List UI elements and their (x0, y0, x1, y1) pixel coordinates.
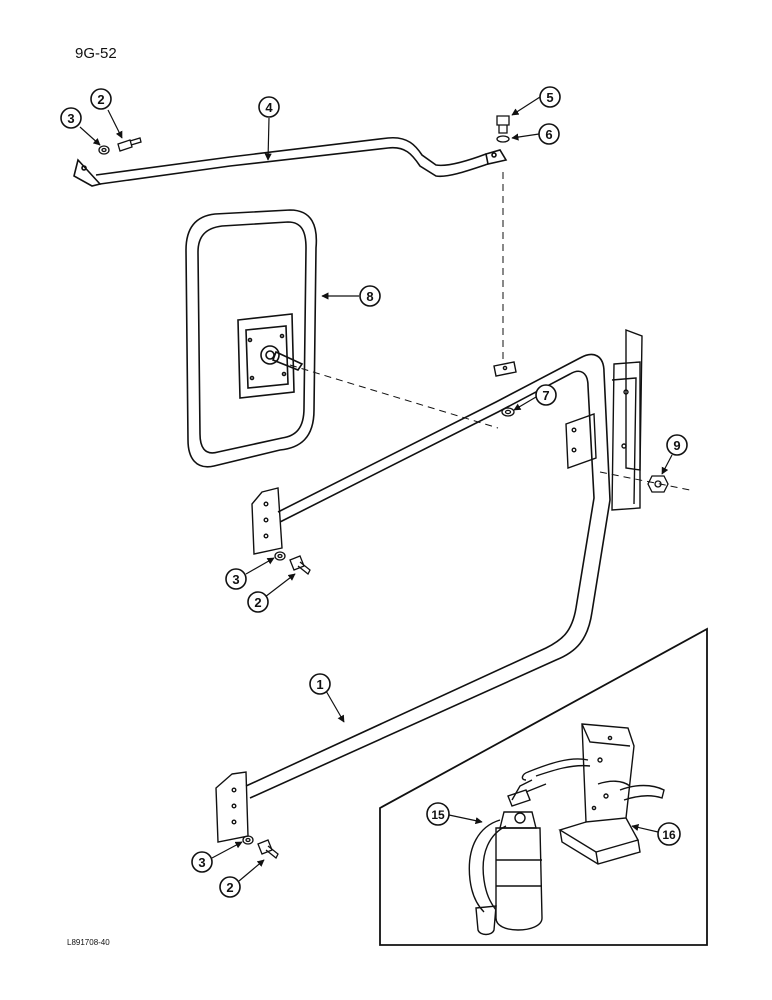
callout-circle-9: 9 (666, 434, 688, 456)
cab-mount-bracket (565, 328, 643, 511)
callout-2c: 2 (226, 880, 233, 895)
figure-code: L891708-40 (67, 938, 110, 947)
mid-bolt (289, 555, 311, 576)
callout-7: 7 (542, 388, 549, 403)
callout-16: 16 (662, 828, 676, 842)
frame-upper-bracket (251, 487, 283, 555)
mirror-head (185, 209, 318, 468)
cab-mount-nut (647, 475, 669, 493)
callout-1: 1 (316, 677, 323, 692)
callout-6: 6 (545, 127, 552, 142)
callout-3a: 3 (67, 111, 74, 126)
frame-lower-bracket (215, 771, 249, 843)
callout-circle-5: 5 (539, 86, 561, 108)
callout-circle-2a: 2 (90, 88, 112, 110)
callout-3c: 3 (198, 855, 205, 870)
callout-circle-2b: 2 (247, 591, 269, 613)
callout-circle-3c: 3 (191, 851, 213, 873)
callout-circle-6: 6 (538, 123, 560, 145)
upper-right-bolt (496, 115, 510, 134)
callout-2a: 2 (97, 92, 104, 107)
alignment-lines (289, 172, 691, 491)
inset-panel (379, 627, 708, 946)
mirror-arm-frame (245, 353, 611, 799)
callout-3b: 3 (232, 572, 239, 587)
callout-circle-15: 15 (426, 802, 450, 826)
mirror-mount-plate (493, 361, 517, 377)
upper-right-washer (496, 135, 510, 143)
callout-circle-2c: 2 (219, 876, 241, 898)
callout-9: 9 (673, 438, 680, 453)
callout-circle-7: 7 (535, 384, 557, 406)
callout-15: 15 (431, 808, 445, 822)
callout-circle-1: 1 (309, 673, 331, 695)
callout-4: 4 (265, 100, 273, 115)
bottom-bolt (257, 839, 279, 860)
callout-5: 5 (546, 90, 553, 105)
callout-circle-4: 4 (258, 96, 280, 118)
callout-circle-8: 8 (359, 285, 381, 307)
extinguisher-bracket (521, 723, 665, 865)
page-number: 9G-52 (75, 45, 117, 62)
upper-brace-bar (73, 136, 508, 187)
fire-extinguisher (468, 779, 547, 936)
mid-washer (274, 551, 286, 561)
callout-circle-3a: 3 (60, 107, 82, 129)
callout-circle-16: 16 (657, 822, 681, 846)
callout-2b: 2 (254, 595, 261, 610)
mirror-nut (501, 407, 515, 417)
callout-circle-3b: 3 (225, 568, 247, 590)
upper-left-bolt (117, 137, 142, 152)
bottom-washer (242, 835, 254, 845)
upper-left-washer (98, 145, 110, 155)
callout-8: 8 (366, 289, 373, 304)
